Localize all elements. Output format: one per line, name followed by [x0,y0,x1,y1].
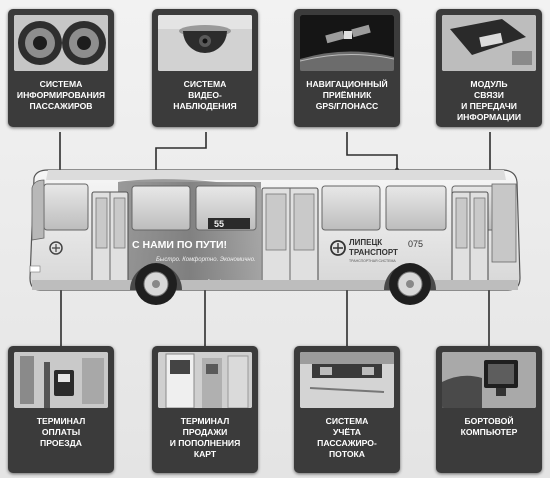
card-kiosk-icon [158,352,252,408]
onboard-computer-icon [442,352,536,408]
brand-tag: ТРАНСПОРТНАЯ СИСТЕМА [349,259,396,263]
bus-slogan: С НАМИ ПО ПУТИ! [132,239,227,251]
bus-slogan-sub: Быстро. Комфортно. Экономично. [156,257,256,263]
speaker-icon [14,15,108,71]
rear-wheel-icon [389,263,431,305]
route-display [208,218,250,229]
dome-camera-icon [158,15,252,71]
payment-terminal-icon [14,352,108,408]
front-logo-icon [49,241,63,255]
bus-illustration: 55 С НАМИ ПО ПУТИ! Быстро. Комфортно. Эк… [29,169,521,305]
brand-line1: ЛИПЕЦК [349,238,382,247]
comm-module-icon [442,15,536,71]
brand-logo-icon [330,240,346,256]
route-number: 55 [214,219,224,229]
fleet-number: 075 [408,239,423,249]
front-wheel-icon [135,263,177,305]
connector-gps [346,132,398,170]
brand-line2: ТРАНСПОРТ [349,248,398,257]
connector-cctv [155,132,207,172]
passenger-counter-icon [300,352,394,408]
satellite-icon [300,15,394,71]
